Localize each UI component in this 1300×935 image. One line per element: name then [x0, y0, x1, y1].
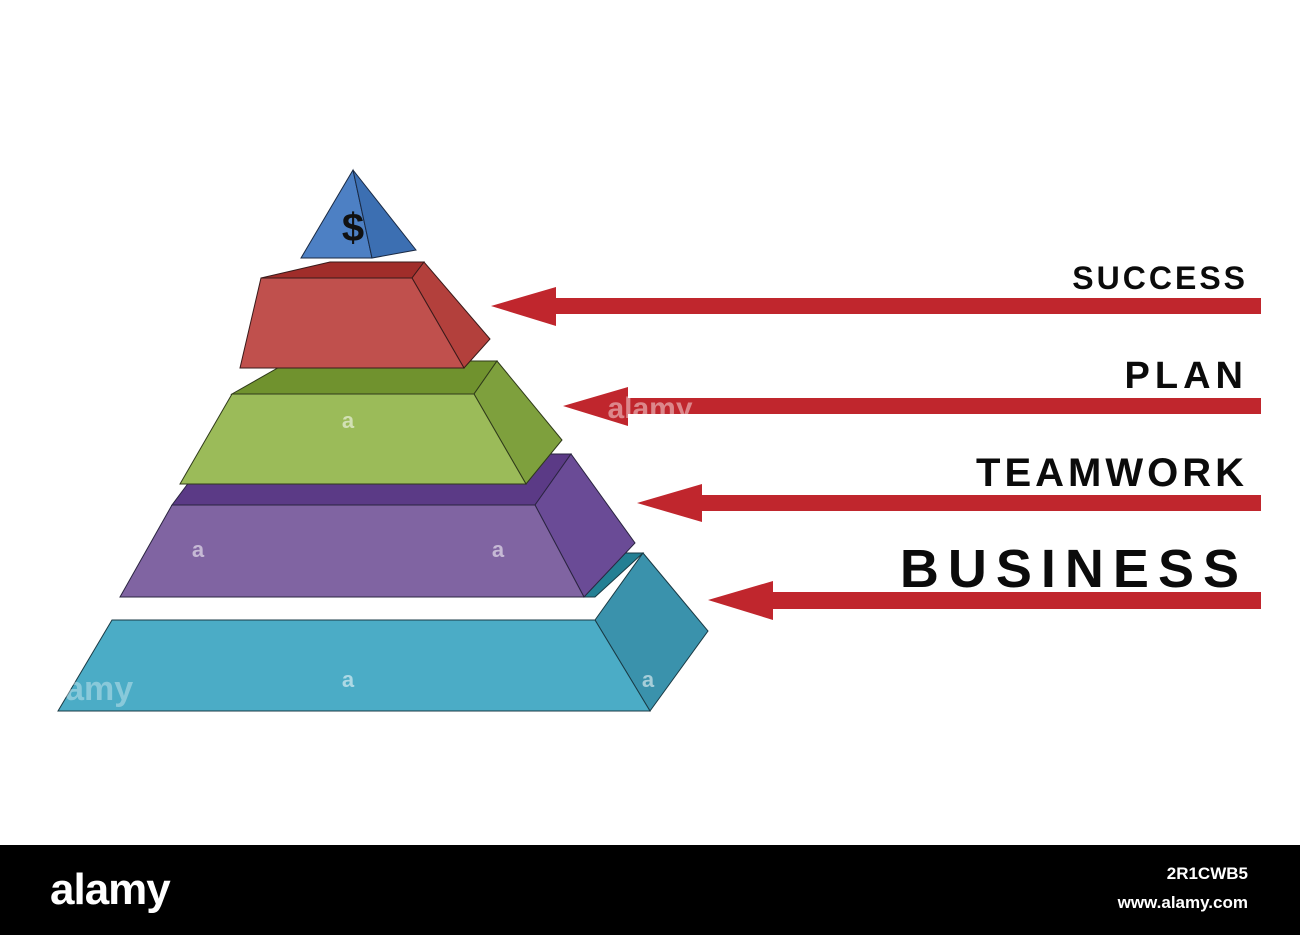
watermark-mark: a [492, 537, 505, 562]
pyramid-svg: $ a a a a a alamy [37, 168, 1261, 712]
brand-logo: alamy [50, 865, 171, 914]
watermark-marks: a a a a a alamy [37, 408, 655, 708]
label-business: BUSINESS [899, 539, 1248, 599]
pyramid-diagram: $ a a a a a alamy [37, 168, 1261, 712]
watermark-mark: a [342, 408, 355, 433]
site-url: www.alamy.com [1117, 893, 1248, 912]
watermark-text: alamy [607, 392, 692, 425]
watermark-text: alamy [37, 670, 133, 708]
layer-success-top [260, 261, 425, 279]
watermark-mark: a [342, 667, 355, 692]
pyramid-layer-plan [179, 360, 563, 485]
layer-teamwork-front [119, 504, 585, 598]
pyramid-layer-teamwork [119, 453, 636, 598]
label-teamwork: TEAMWORK [976, 451, 1248, 495]
watermark-mark: a [642, 667, 655, 692]
arrow-plan [563, 387, 1261, 426]
dollar-sign-icon: $ [342, 206, 364, 250]
layer-success-front [239, 277, 465, 369]
arrow-teamwork [637, 484, 1261, 522]
pyramid-apex: $ [300, 168, 417, 259]
arrow-business [708, 581, 1261, 620]
label-plan: PLAN [1124, 355, 1248, 397]
layer-plan-front [179, 393, 527, 485]
image-id: 2R1CWB5 [1166, 864, 1248, 883]
pyramid-layer-success [239, 261, 491, 369]
watermark-mark: a [192, 537, 205, 562]
arrow-success [491, 287, 1261, 326]
apex-side [352, 169, 417, 259]
label-success: SUCCESS [1072, 260, 1248, 296]
footer-bar: alamy 2R1CWB5 www.alamy.com [0, 845, 1300, 935]
arrows [491, 287, 1261, 620]
layer-business-front [57, 619, 651, 712]
